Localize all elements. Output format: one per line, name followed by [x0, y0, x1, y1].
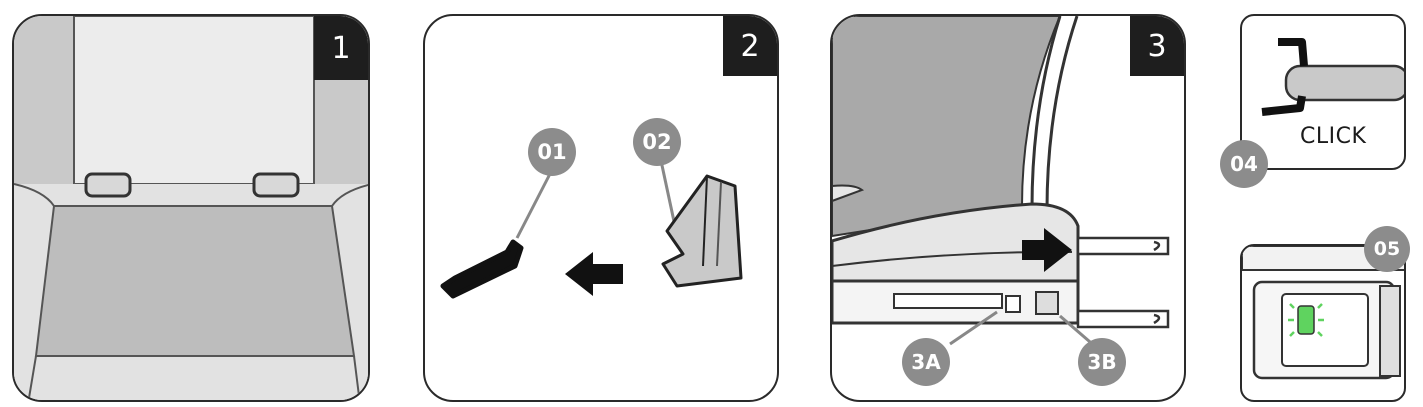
click-label: CLICK	[1300, 124, 1367, 149]
isofix-guide	[661, 174, 743, 288]
extend-arrow	[1022, 228, 1072, 272]
insert-arrow	[565, 252, 623, 296]
isofix-arm-upper	[1076, 236, 1170, 256]
callout-02: 02	[633, 118, 681, 166]
callout-3b: 3B	[1078, 338, 1126, 386]
isofix-arm	[1284, 64, 1404, 102]
seat-base	[832, 202, 1080, 283]
step-number-1: 1	[314, 16, 368, 80]
isofix-anchor-right	[252, 172, 300, 198]
panel-2-connector-guides: 2 01 02	[423, 14, 779, 402]
seat-backrest	[73, 16, 315, 185]
step-number-2: 2	[723, 16, 777, 76]
green-indicator	[1297, 305, 1315, 335]
callout-3a: 3A	[902, 338, 950, 386]
isofix-anchor-left	[84, 172, 132, 198]
vehicle-seat-illustration	[14, 16, 368, 400]
click-illustration	[1261, 38, 1404, 116]
panel-1-vehicle-seat: 1	[12, 14, 370, 402]
callout-01: 01	[528, 128, 576, 176]
panel-3-seat-base: 3 3A 3B	[830, 14, 1186, 402]
guides-illustration	[440, 155, 743, 299]
isofix-anchor-bar	[440, 239, 524, 299]
callout-05: 05	[1364, 226, 1410, 272]
release-button-3a	[1005, 295, 1021, 313]
callout-04: 04	[1220, 140, 1268, 188]
seat-cushion-top	[34, 205, 356, 357]
car-seat-shell	[832, 16, 1062, 238]
panel-4-click: CLICK	[1240, 14, 1406, 170]
indicator-3b	[1035, 291, 1059, 315]
seat-base-illustration	[832, 16, 1170, 350]
isofix-arm-lower	[1076, 309, 1170, 329]
anchor-hook	[1261, 38, 1308, 116]
step-number-3: 3	[1130, 16, 1184, 76]
